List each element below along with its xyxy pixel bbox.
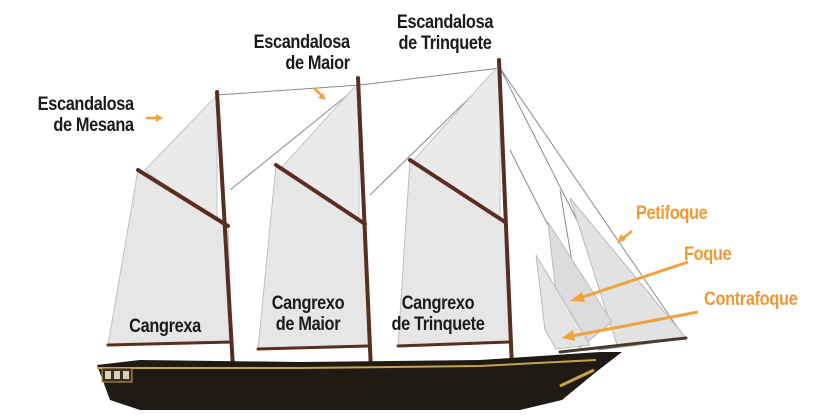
arrows (146, 87, 699, 341)
label-line: Contrafoque (704, 289, 798, 310)
label-line: de Maior (285, 53, 351, 74)
label-line: de Maior (275, 314, 341, 335)
arrow-icon (562, 310, 699, 341)
arrow-icon (570, 260, 689, 302)
label-line: de Mesana (53, 115, 135, 136)
booms (106, 340, 512, 351)
head-sails (535, 197, 687, 350)
arrow-icon (617, 230, 633, 243)
sail-contrafoque (535, 254, 591, 350)
label-contrafoque: Contrafoque (704, 289, 798, 310)
gaffs (136, 158, 507, 228)
masts (215, 58, 514, 372)
topsails (144, 62, 501, 230)
label-line: de Trinquete (398, 33, 492, 54)
label-escandalosa-mesana: Escandalosa de Mesana (38, 94, 134, 136)
label-cangrexo-maior: Cangrexo de Maior (256, 293, 359, 335)
arrow-icon (146, 114, 163, 122)
label-petifoque: Petifoque (636, 203, 708, 224)
hull (97, 352, 622, 410)
label-escandalosa-trinquete: Escandalosa de Trinquete (381, 12, 510, 54)
label-cangrexo-trinquete: Cangrexo de Trinquete (378, 293, 498, 335)
label-line: de Trinquete (391, 314, 485, 335)
label-line: Cangrexo (401, 293, 475, 314)
label-foque: Foque (684, 244, 732, 265)
label-escandalosa-maior: Escandalosa de Maior (254, 32, 350, 74)
label-line: Escandalosa (37, 94, 134, 115)
bowsprit (558, 336, 688, 354)
mast-maior (356, 76, 373, 372)
mast-mesana (215, 90, 235, 370)
label-line: Cangrexo (271, 293, 345, 314)
mast-trinquete (497, 58, 514, 370)
label-line: Escandalosa (253, 32, 350, 53)
label-line: Cangrexa (129, 316, 201, 337)
label-cangrexa: Cangrexa (118, 316, 213, 337)
label-line: Foque (684, 244, 732, 265)
label-line: Petifoque (636, 203, 708, 224)
label-line: Escandalosa (396, 12, 494, 33)
arrow-icon (313, 87, 326, 100)
